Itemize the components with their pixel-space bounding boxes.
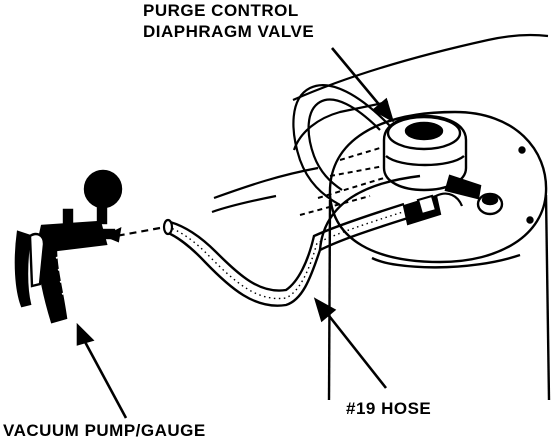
- hose-19-outer-edge: [165, 216, 409, 307]
- valve-seam: [385, 155, 465, 167]
- canister-bolt-2: [526, 216, 534, 224]
- upper-vacuum-hose: [292, 84, 391, 206]
- gauge-stem: [96, 203, 108, 225]
- vacuum-gauge-dial: [83, 169, 123, 209]
- connection-dash: [115, 226, 161, 238]
- pump-body: [36, 220, 108, 324]
- canister-left-wall: [327, 199, 332, 401]
- bracket-middle-line: [213, 166, 319, 200]
- arrowhead-purge-valve: [371, 97, 395, 123]
- valve-outlet-nipple: [444, 174, 482, 200]
- purge-control-valve: [382, 114, 504, 216]
- vacuum-pump-gauge: [14, 169, 123, 324]
- hose-19-texture: [167, 210, 407, 300]
- valve-side-port-inner: [481, 194, 499, 206]
- valve-cap-inner: [404, 121, 444, 141]
- clamp-strap: [435, 192, 464, 207]
- bracket-lower-line: [211, 194, 277, 214]
- leader-pump: [82, 339, 128, 419]
- callout-purge-line-2: DIAPHRAGM VALVE: [143, 22, 315, 41]
- pump-grip-ridges: [55, 255, 69, 295]
- leader-hose: [324, 311, 388, 389]
- leader-purge-valve: [331, 47, 383, 109]
- pump-trigger: [28, 232, 46, 288]
- canister-bolt-1: [518, 146, 526, 154]
- callout-hose-19: #19 HOSE: [346, 399, 432, 418]
- arrowhead-pump: [76, 322, 95, 346]
- pump-handle-front: [14, 230, 32, 308]
- hose-19-inner-edge: [169, 202, 405, 292]
- hose-19: [162, 174, 421, 307]
- hose-19-tube: [318, 174, 421, 251]
- pump-fitting: [62, 208, 74, 226]
- callout-leaders: [76, 47, 395, 419]
- bracket-upper-line: [292, 33, 549, 102]
- canister-right-wall: [544, 194, 551, 401]
- canister-lower-rim: [371, 253, 521, 269]
- disconnected-hoses: [299, 147, 385, 216]
- callout-purge-line-1: PURGE CONTROL: [143, 1, 299, 20]
- callout-purge-control-valve: PURGE CONTROL DIAPHRAGM VALVE: [143, 0, 314, 42]
- arrowhead-hose: [313, 297, 337, 323]
- hose-19-open-end: [162, 218, 174, 236]
- pump-nozzle: [98, 228, 116, 240]
- callout-vacuum-pump-gauge: VACUUM PUMP/GAUGE: [3, 421, 206, 440]
